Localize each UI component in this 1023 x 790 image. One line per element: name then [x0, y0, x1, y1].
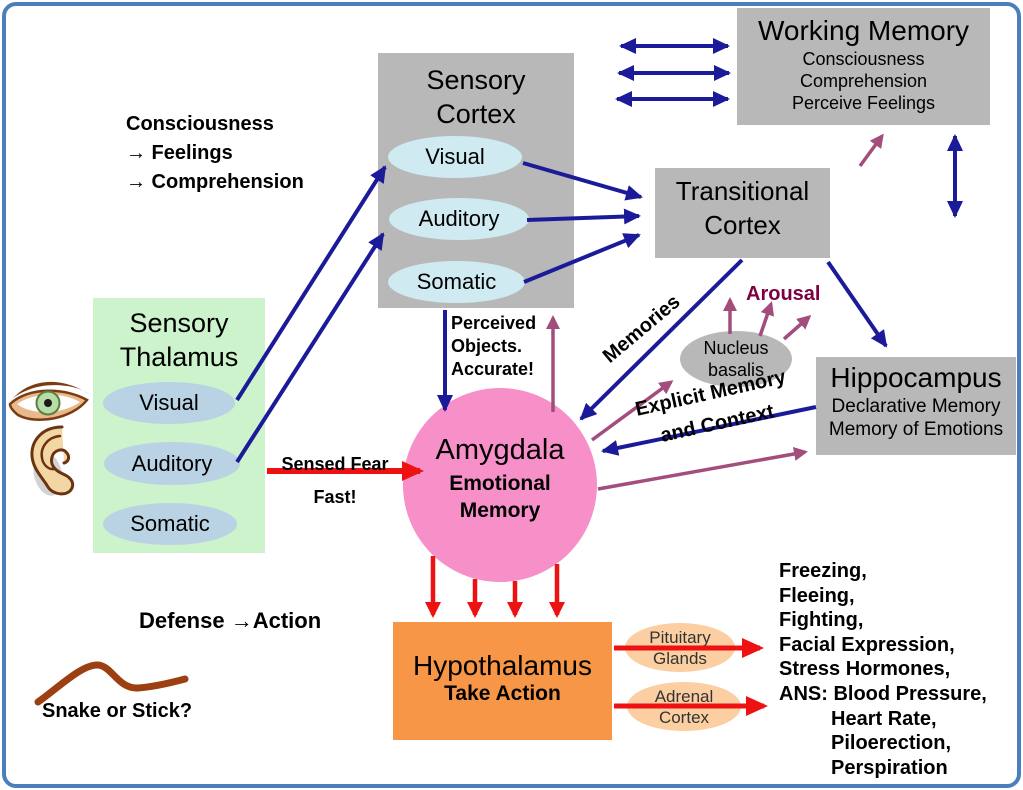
sensed-fear-line: Fast!: [313, 487, 357, 507]
hippocampus-title: Hippocampus: [830, 362, 1002, 393]
snake-drawing: [34, 661, 189, 706]
consciousness-note: Consciousness → Feelings → Comprehension: [126, 110, 304, 197]
transitional-cortex-title: Cortex: [704, 210, 781, 240]
adrenal-cortex-label: Adrenal: [654, 686, 714, 706]
perceived-objects-note: Perceived Objects. Accurate!: [451, 312, 536, 381]
working-memory-line: Comprehension: [799, 71, 928, 91]
hippocampus-box: Hippocampus Declarative Memory Memory of…: [816, 357, 1016, 455]
amygdala-title: Amygdala: [435, 434, 565, 466]
working-memory-title: Working Memory: [757, 15, 970, 46]
output-line: Heart Rate,: [831, 707, 937, 730]
perceived-objects-line: Accurate!: [451, 359, 535, 379]
thalamus-somatic-label: Somatic: [130, 511, 210, 536]
perceived-objects-line: Perceived: [451, 313, 537, 333]
adrenal-cortex-ellipse: Adrenal Cortex: [627, 682, 741, 731]
working-memory-line: Consciousness: [802, 49, 925, 69]
working-memory-box: Working Memory Consciousness Comprehensi…: [737, 8, 990, 125]
sensed-fear-line: Sensed Fear: [281, 454, 389, 474]
perceived-objects-line: Objects.: [451, 336, 523, 356]
pituitary-glands-ellipse: Pituitary Glands: [625, 623, 735, 672]
arrow-transitional-to-workingmemory: [858, 133, 884, 168]
cortex-visual-label: Visual: [425, 144, 485, 169]
output-line: Facial Expression,: [779, 633, 955, 656]
transitional-cortex-title: Transitional: [675, 176, 810, 206]
hypothalamus-subtitle: Take Action: [444, 682, 561, 705]
amygdala-circle: Amygdala Emotional Memory: [403, 388, 597, 582]
sensory-cortex-title: Sensory: [426, 65, 526, 95]
output-line: Piloerection,: [831, 732, 952, 755]
hypothalamus-title: Hypothalamus: [413, 650, 592, 681]
cortex-visual-ellipse: Visual: [388, 136, 522, 178]
output-line: ANS: Blood Pressure,: [779, 682, 987, 705]
arrow-nucleus-basalis-arousal-3: [782, 315, 812, 341]
thalamus-auditory-ellipse: Auditory: [104, 442, 240, 485]
hippocampus-line: Declarative Memory: [831, 396, 1001, 417]
sensory-cortex-title: Cortex: [436, 99, 516, 129]
sensory-thalamus-title: Thalamus: [119, 342, 239, 372]
amygdala-subtitle: Memory: [459, 499, 541, 522]
snake-or-stick-label: Snake or Stick?: [42, 700, 193, 722]
output-line: Fighting,: [779, 609, 864, 632]
output-line: Freezing,: [779, 560, 867, 582]
cortex-auditory-ellipse: Auditory: [389, 198, 529, 240]
thalamus-auditory-label: Auditory: [131, 450, 213, 476]
cortex-somatic-label: Somatic: [416, 269, 497, 294]
pituitary-glands-label: Pituitary: [649, 627, 711, 647]
defense-action-label: Defense →Action: [139, 608, 322, 633]
cortex-somatic-ellipse: Somatic: [388, 261, 525, 303]
thalamus-visual-ellipse: Visual: [103, 382, 235, 424]
cortex-auditory-label: Auditory: [418, 206, 500, 231]
hypothalamus-box: Hypothalamus Take Action: [393, 622, 612, 740]
output-line: Fleeing,: [779, 584, 855, 607]
sensory-thalamus-title: Sensory: [129, 308, 229, 338]
consciousness-note-line: → Feelings: [126, 142, 233, 164]
adrenal-cortex-label: Cortex: [658, 707, 710, 727]
sensed-fear-note: Sensed Fear Fast!: [264, 448, 406, 514]
eye-icon: [8, 381, 89, 422]
arrow-transitional-to-hippocampus: [826, 260, 888, 348]
output-line: Stress Hormones,: [779, 658, 951, 681]
arousal-label: Arousal: [746, 283, 821, 305]
consciousness-note-line: → Comprehension: [126, 171, 304, 193]
pituitary-glands-label: Glands: [653, 648, 707, 668]
output-line: Perspiration: [831, 756, 948, 779]
defense-outputs-list: Freezing, Fleeing, Fighting, Facial Expr…: [779, 559, 987, 780]
ear-icon: [30, 425, 75, 496]
arrow-nucleus-basalis-arousal-2: [758, 301, 775, 337]
working-memory-line: Perceive Feelings: [791, 93, 936, 113]
hippocampus-line: Memory of Emotions: [828, 419, 1004, 440]
amygdala-subtitle: Emotional: [449, 472, 551, 495]
transitional-cortex-box: Transitional Cortex: [655, 168, 830, 258]
nucleus-basalis-label: Nucleus: [703, 338, 769, 358]
thalamus-visual-label: Visual: [139, 390, 199, 415]
consciousness-note-line: Consciousness: [126, 113, 274, 135]
thalamus-somatic-ellipse: Somatic: [103, 503, 237, 545]
